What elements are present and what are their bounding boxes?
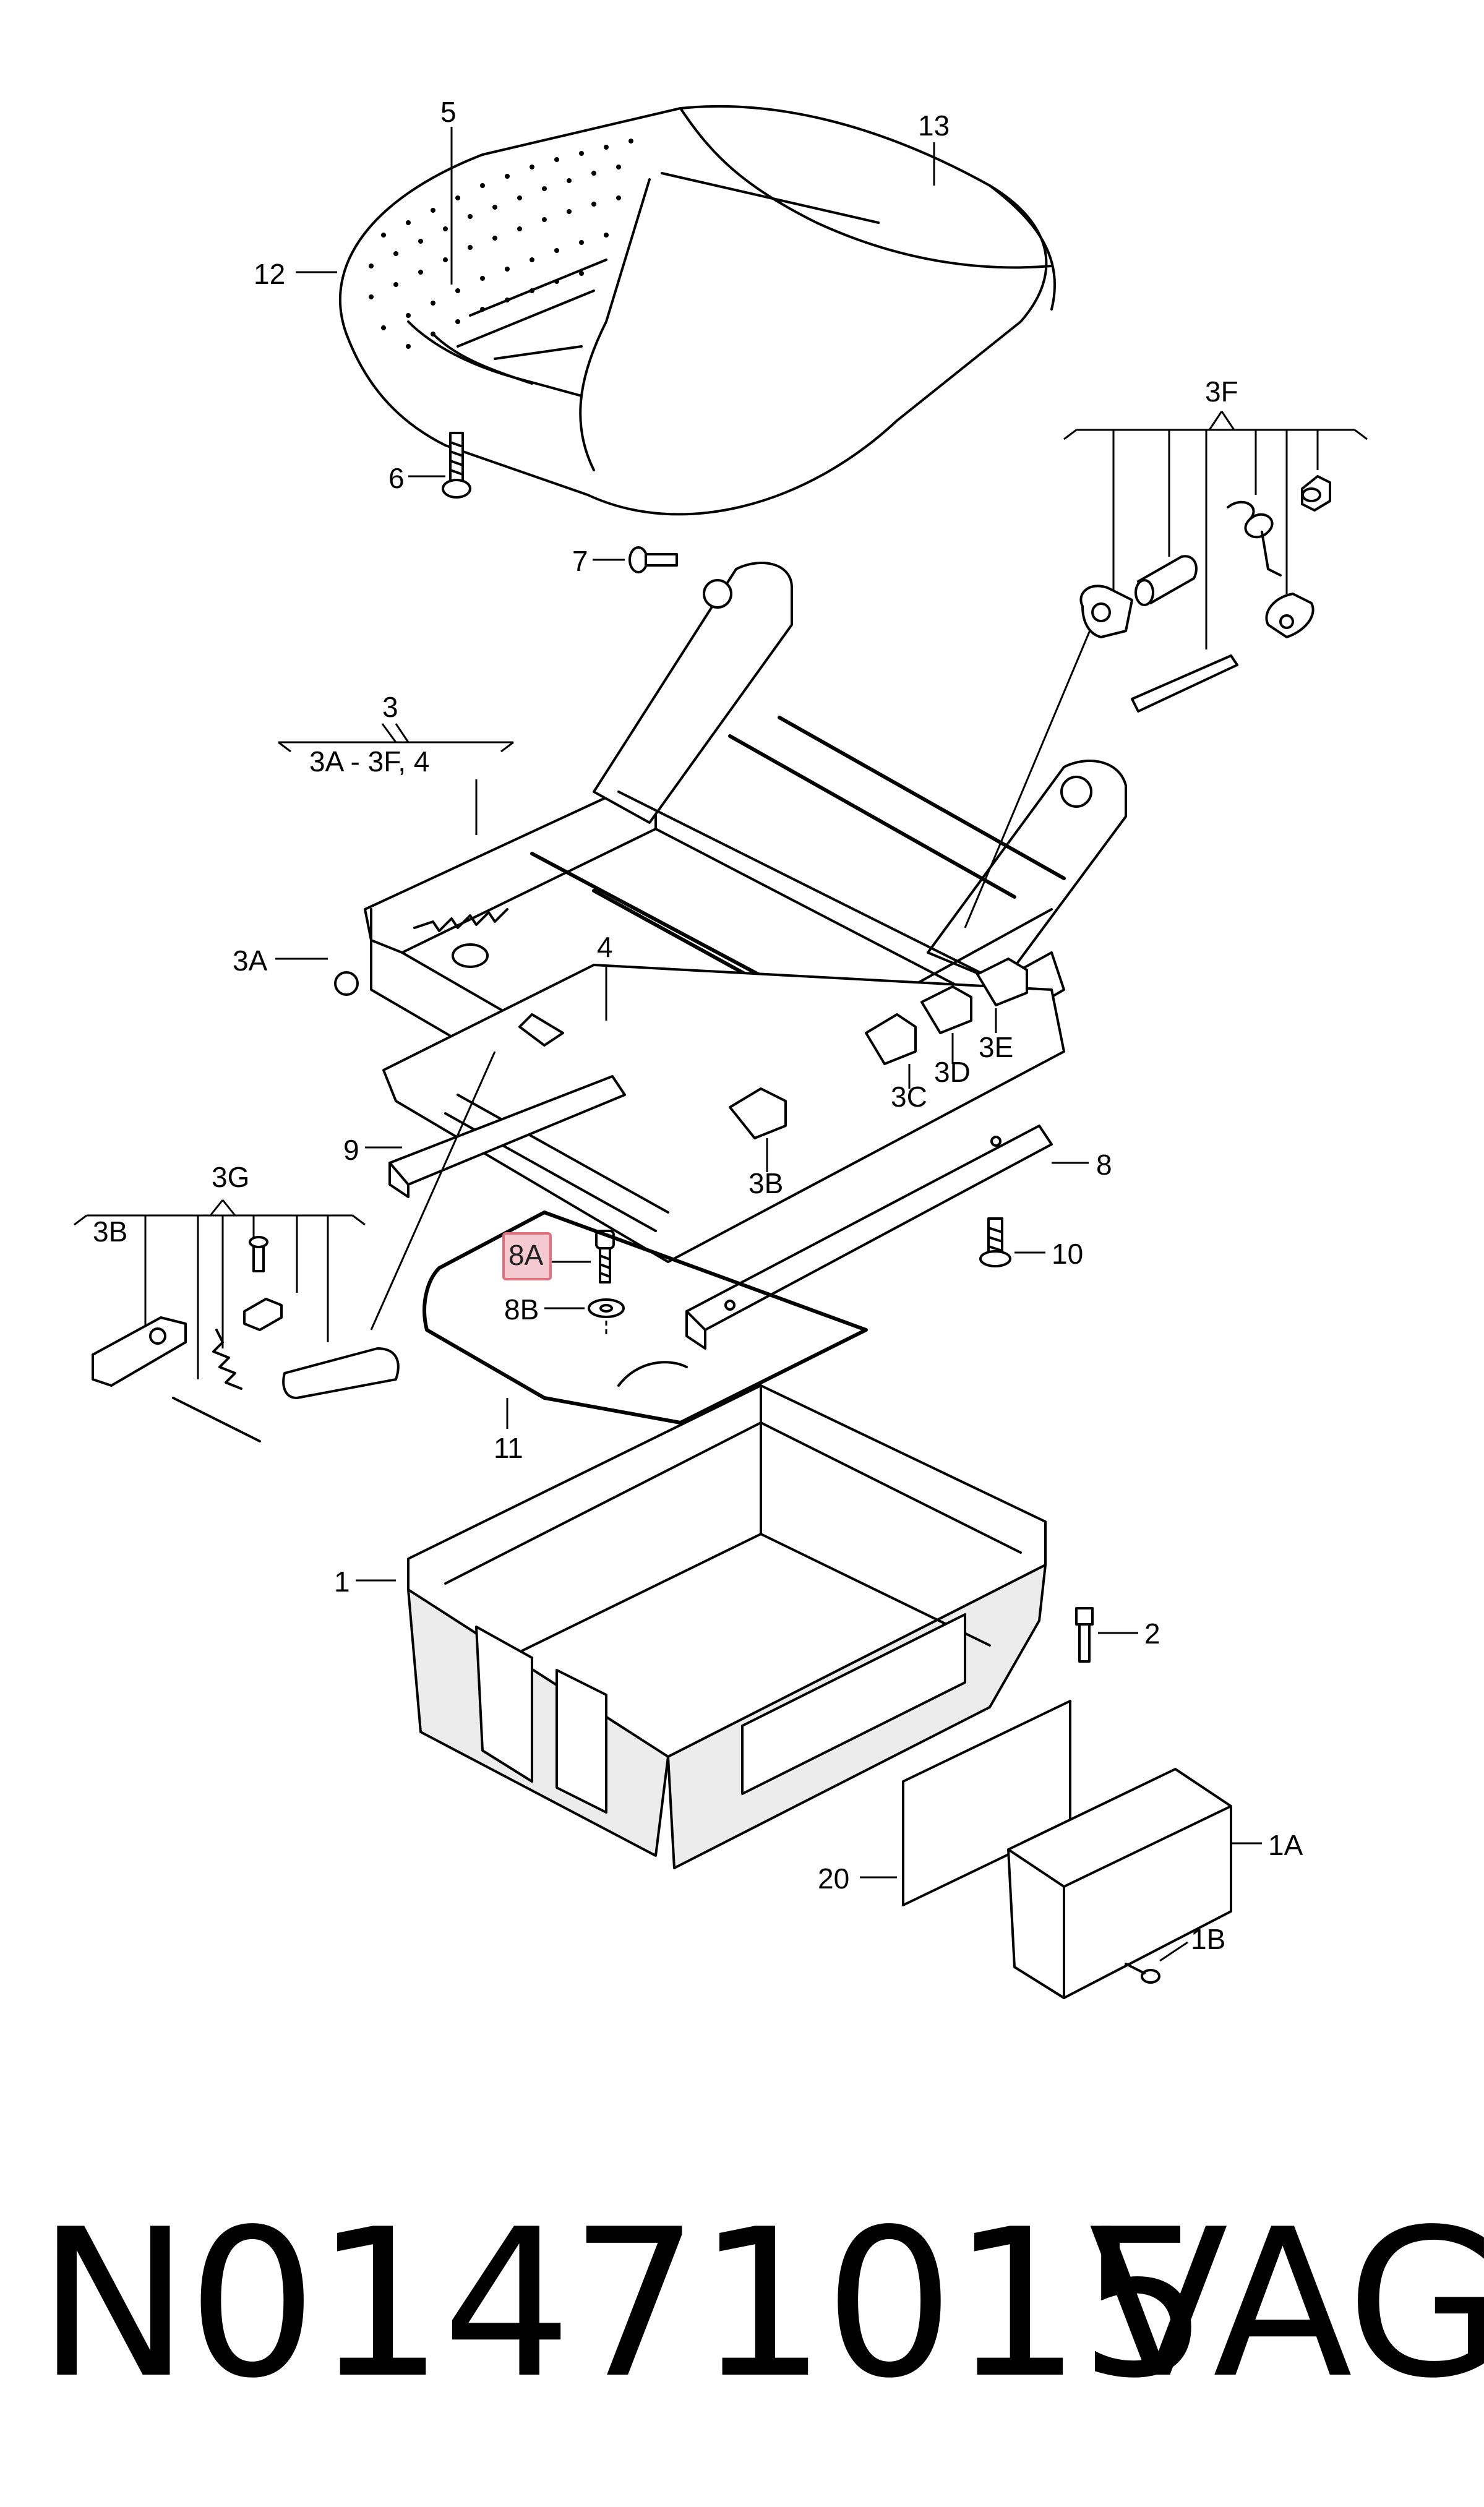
label-1: 1 (334, 1566, 350, 1598)
label-10: 10 (1052, 1238, 1084, 1270)
label-6: 6 (388, 462, 405, 494)
label-3G: 3G (212, 1161, 250, 1193)
label-7: 7 (572, 545, 588, 577)
base-tub-drawing (407, 1384, 1232, 1999)
label-3A: 3A (233, 945, 268, 977)
label-8B: 8B (504, 1293, 539, 1326)
label-3B-left: 3B (93, 1215, 128, 1248)
label-20: 20 (818, 1862, 850, 1895)
label-13: 13 (918, 109, 950, 142)
label-12: 12 (254, 258, 286, 290)
label-2: 2 (1144, 1618, 1160, 1650)
parts-3G-drawing (74, 1051, 496, 1442)
label-11: 11 (494, 1432, 523, 1464)
screw-8A-drawing (551, 1230, 615, 1283)
rail-8-drawing (685, 1125, 1089, 1350)
label-3C: 3C (891, 1081, 927, 1113)
brand-name: VAG (1089, 2185, 1484, 2423)
label-5: 5 (440, 96, 457, 128)
label-3D: 3D (934, 1056, 971, 1088)
part-number: N01471015 (37, 2185, 1209, 2423)
seat-cushion-drawing (338, 105, 1057, 516)
label-8: 8 (1096, 1149, 1112, 1181)
label-8A: 8A (508, 1239, 544, 1271)
parts-3F-drawing (964, 411, 1368, 928)
label-3F: 3F (1205, 375, 1238, 408)
screw-7-drawing (593, 546, 678, 573)
label-3B: 3B (748, 1167, 784, 1199)
screw-6-drawing (408, 432, 471, 499)
screw-10-drawing (979, 1217, 1045, 1267)
label-3: 3 (382, 691, 398, 723)
cushion-perforation-dots (369, 139, 633, 349)
label-3E: 3E (979, 1031, 1014, 1063)
label-1B: 1B (1191, 1923, 1226, 1955)
label-8A-highlight (502, 1232, 552, 1280)
label-4: 4 (597, 931, 613, 963)
label-9: 9 (343, 1134, 359, 1166)
label-1A: 1A (1268, 1829, 1303, 1861)
washer-8B-drawing (544, 1298, 625, 1336)
frame-11-drawing (422, 1211, 868, 1429)
label-3-range: 3A - 3F, 4 (309, 745, 430, 778)
